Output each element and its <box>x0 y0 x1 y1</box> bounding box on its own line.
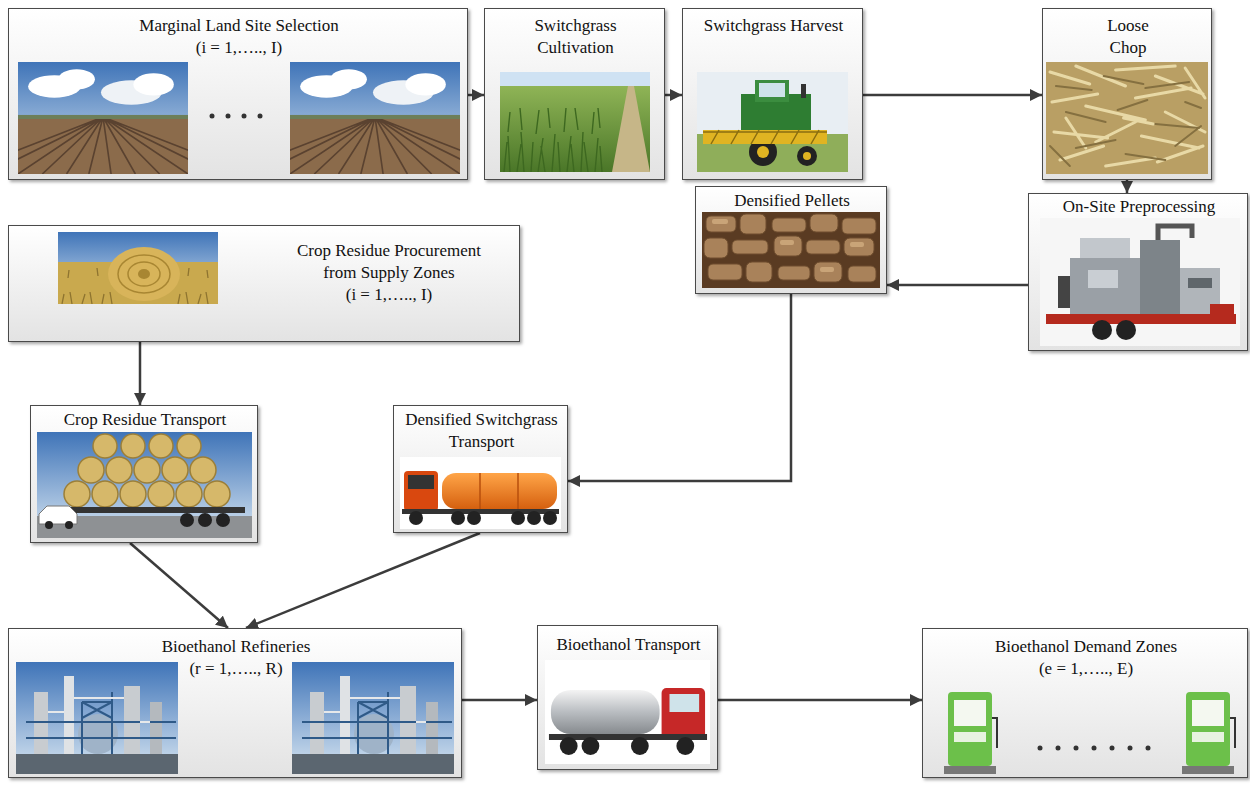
flow-arrow <box>246 533 480 628</box>
chop-picture <box>1046 62 1208 174</box>
box-label: Bioethanol Demand Zones <box>923 636 1249 658</box>
fuel-pump-picture <box>1182 692 1235 774</box>
ethanol-tanker-picture <box>545 660 710 764</box>
flow-arrow <box>568 294 791 481</box>
preprocessor-picture <box>1040 218 1240 346</box>
pellets-picture <box>702 212 880 288</box>
ellipsis-dots <box>226 114 231 119</box>
flow-arrow <box>863 94 1042 97</box>
text-region: Switchgrass Harvest <box>703 15 844 37</box>
grass-picture <box>500 72 650 172</box>
box-label: (e = 1,….., E) <box>923 658 1249 680</box>
pellets-picture <box>702 212 880 288</box>
process-box: Loose Chop <box>1042 8 1212 180</box>
refinery-picture <box>292 662 454 774</box>
box-label: Marginal Land Site Selection <box>9 15 469 37</box>
flow-arrow <box>139 342 142 405</box>
field-picture <box>229 62 520 174</box>
fuel-pump-picture <box>944 692 997 774</box>
box-label: Switchgrass Cultivation <box>505 15 646 59</box>
text-region: Crop Residue Transport <box>31 409 259 431</box>
text-region: Densified Switchgrass Transport <box>404 409 559 453</box>
ellipsis-dots <box>1056 746 1061 751</box>
box-label: On-Site Preprocessing <box>1029 196 1249 218</box>
ellipsis-dots <box>1092 746 1097 751</box>
text-region: Bioethanol Demand Zones(e = 1,….., E) <box>923 636 1249 680</box>
ellipsis-dots <box>1038 746 1151 751</box>
process-box: Bioethanol Demand Zones(e = 1,….., E) <box>922 628 1248 778</box>
box-label: Crop Residue Procurement from Supply Zon… <box>279 240 499 284</box>
pellet-tanker-picture <box>400 457 561 529</box>
ellipsis-dots <box>210 114 263 119</box>
text-region: Bioethanol Refineries(r = 1,….., R) <box>9 636 463 680</box>
box-label: (i = 1,….., I) <box>9 37 469 59</box>
ellipsis-dots <box>1038 746 1043 751</box>
box-label: Crop Residue Transport <box>31 409 259 431</box>
preprocessor-picture <box>1040 218 1240 346</box>
ellipsis-dots <box>258 114 263 119</box>
process-box: Bioethanol Refineries(r = 1,….., R) <box>8 628 462 778</box>
flow-arrow <box>665 94 682 97</box>
ellipsis-dots <box>1128 746 1133 751</box>
ellipsis-dots <box>1074 746 1079 751</box>
harvester-picture <box>697 72 848 172</box>
box-label: Switchgrass Harvest <box>703 15 844 37</box>
process-box: Densified Pellets <box>695 186 887 294</box>
box-label: Densified Pellets <box>696 190 888 212</box>
flow-arrow <box>130 543 228 628</box>
bale-truck-picture <box>37 432 252 538</box>
flow-arrow <box>468 94 484 97</box>
field-picture <box>229 62 520 174</box>
refinery-picture <box>292 662 454 774</box>
fuel-pump-picture <box>944 692 997 774</box>
bale-picture <box>58 232 218 304</box>
box-label: Loose Chop <box>1088 15 1168 59</box>
refinery-picture <box>16 662 178 774</box>
field-picture <box>0 62 249 174</box>
harvester-picture <box>697 72 848 172</box>
fuel-pump-picture <box>1182 692 1235 774</box>
text-region: Switchgrass Cultivation <box>505 15 646 59</box>
pellet-tanker-picture <box>400 457 561 529</box>
box-label: Bioethanol Refineries <box>9 636 463 658</box>
text-region: Loose Chop <box>1088 15 1168 59</box>
text-region: Crop Residue Procurement from Supply Zon… <box>279 240 499 306</box>
chop-picture <box>1046 62 1208 174</box>
text-region: Marginal Land Site Selection(i = 1,….., … <box>9 15 469 59</box>
ellipsis-dots <box>1146 746 1151 751</box>
bale-picture <box>58 232 218 304</box>
text-region: Densified Pellets <box>696 190 888 212</box>
bale-truck-picture <box>37 432 252 538</box>
process-box: Densified Switchgrass Transport <box>393 405 568 533</box>
process-box: Bioethanol Transport <box>537 625 718 770</box>
box-label: (r = 1,….., R) <box>9 658 463 680</box>
flow-arrow <box>462 699 537 702</box>
field-picture <box>0 62 249 174</box>
refinery-picture <box>16 662 178 774</box>
flow-arrow <box>718 699 922 702</box>
process-box: On-Site Preprocessing <box>1028 193 1248 351</box>
text-region: On-Site Preprocessing <box>1029 196 1249 218</box>
ellipsis-dots <box>242 114 247 119</box>
process-box: Switchgrass Harvest <box>682 8 863 180</box>
ellipsis-dots <box>1110 746 1115 751</box>
flow-arrow <box>887 284 1028 287</box>
box-label: Densified Switchgrass Transport <box>404 409 559 453</box>
process-box: Crop Residue Procurement from Supply Zon… <box>8 225 520 342</box>
process-box: Marginal Land Site Selection(i = 1,….., … <box>8 8 468 180</box>
box-label: Bioethanol Transport <box>538 634 719 656</box>
grass-picture <box>500 72 650 172</box>
process-box: Crop Residue Transport <box>30 405 258 543</box>
text-region: Bioethanol Transport <box>538 634 719 656</box>
ellipsis-dots <box>210 114 215 119</box>
flow-arrow <box>1126 180 1129 193</box>
process-box: Switchgrass Cultivation <box>484 8 665 180</box>
ethanol-tanker-picture <box>545 660 710 764</box>
box-label: (i = 1,….., I) <box>279 284 499 306</box>
